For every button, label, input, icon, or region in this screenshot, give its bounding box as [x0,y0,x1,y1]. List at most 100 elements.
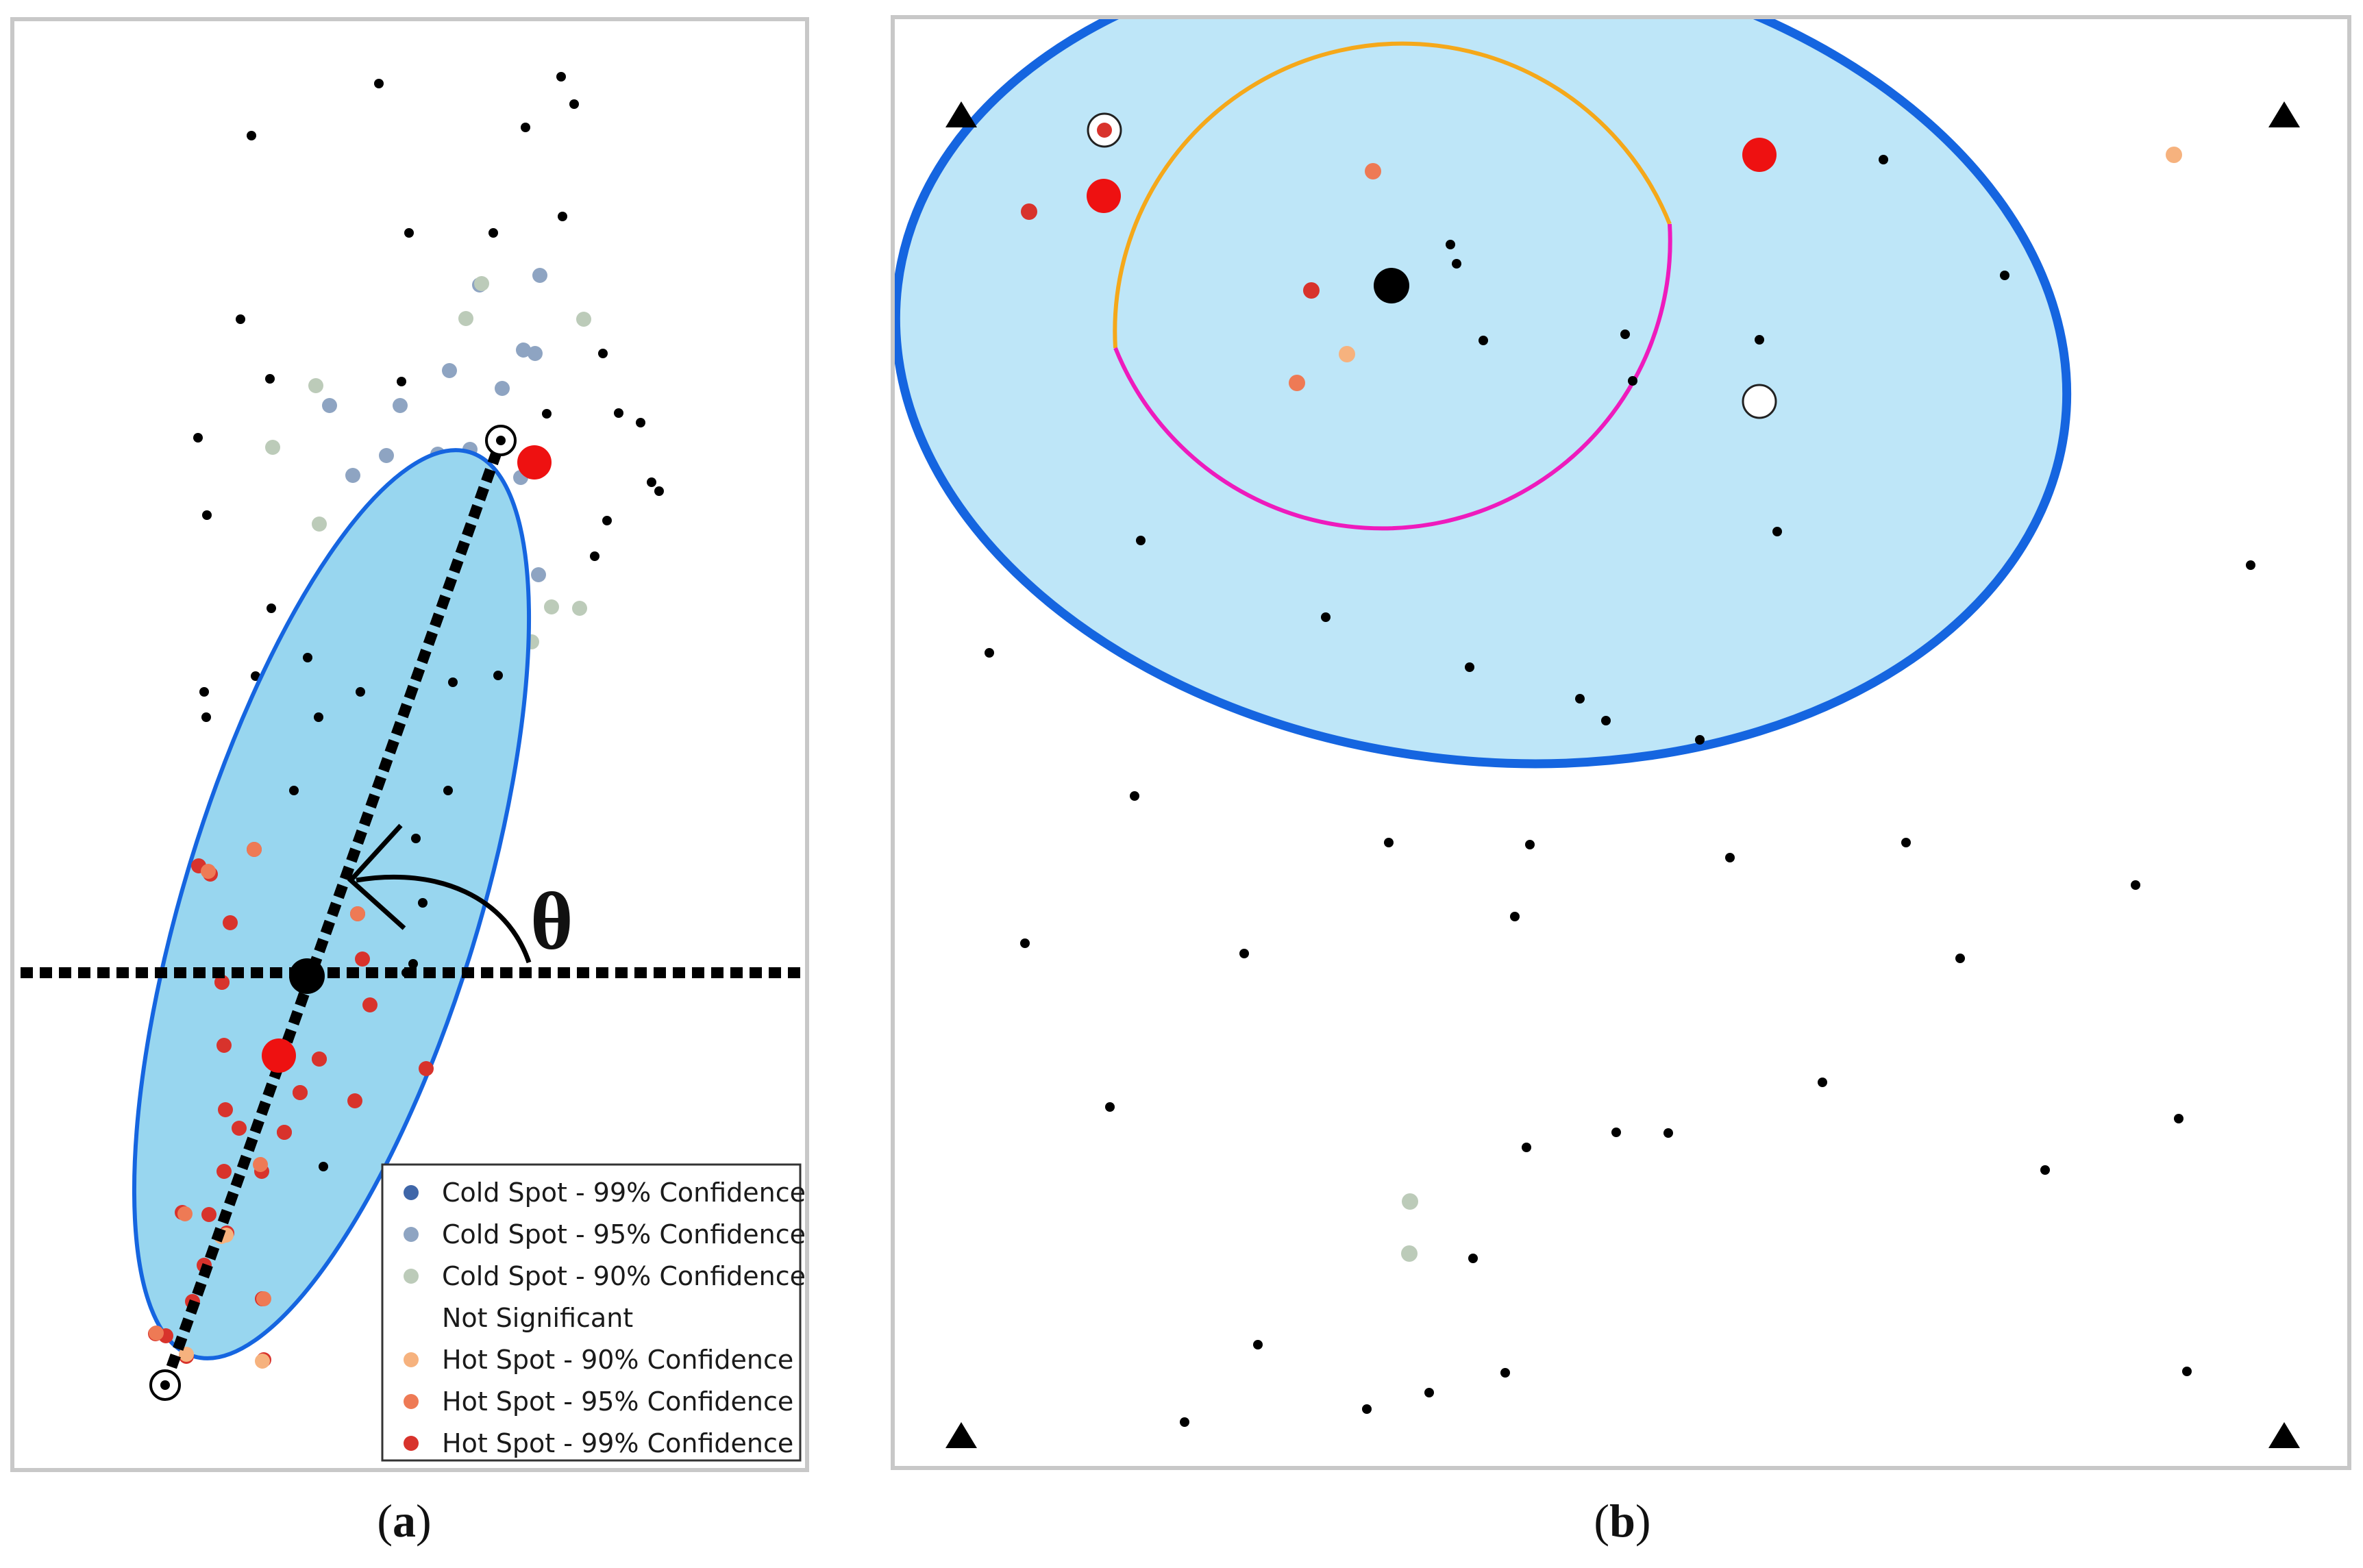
not-significant-point [493,671,503,680]
not-significant-point [2000,271,2009,280]
panel-b: (b) [891,15,2351,1547]
not-significant-point [654,486,664,496]
cold-spot-point [393,398,408,413]
legend-label: Cold Spot - 90% Confidence [442,1261,806,1291]
not-significant-point [1601,716,1611,725]
not-significant-point [251,671,260,681]
corner-triangle-bottom-right [2268,1422,2300,1448]
not-significant-point [1468,1254,1478,1263]
legend-label: Hot Spot - 90% Confidence [442,1345,793,1375]
highlight-red-point-b2 [1742,138,1777,172]
not-significant-point [1901,838,1911,847]
angle-label: θ [530,875,573,967]
cold-spot-point [516,343,531,358]
hot-spot-point [201,864,216,879]
not-significant-point [1695,735,1705,745]
not-significant-point [408,959,418,969]
cold-spot-point [308,378,323,393]
not-significant-point [1479,336,1488,345]
legend-item-hot-99: Hot Spot - 99% Confidence [404,1428,793,1458]
not-significant-point [1446,240,1455,249]
hot-spot-points [148,842,434,1369]
not-significant-point [1452,259,1461,269]
legend-label: Not Significant [442,1303,633,1333]
not-significant-point [1321,612,1331,622]
not-significant-point [199,687,209,697]
cold-spot-point [442,363,457,378]
hot-spot-point [247,842,262,857]
cold-spot-point [532,268,547,283]
hot-spot-point [216,1038,232,1053]
legend-swatch [404,1227,419,1242]
not-significant-point [521,123,530,132]
not-significant-point [1180,1417,1189,1427]
not-significant-point [614,408,623,418]
not-significant-point [1424,1388,1434,1397]
not-significant-point [602,516,612,525]
legend-swatch [404,1436,419,1451]
angle-arrowhead [347,823,406,930]
not-significant-point [193,433,203,443]
cold-spot-point [265,440,280,455]
panel-a-caption: (a) [377,1495,431,1547]
legend-swatch [404,1352,419,1367]
not-significant-point [598,349,608,358]
not-significant-point [1663,1128,1673,1138]
angle-arc [356,874,532,964]
cold-spot-point [474,276,489,291]
significant-points-b [1021,147,2182,1262]
significant-point [1021,203,1037,220]
hot-spot-point [149,1326,164,1341]
not-significant-point [1879,155,1888,164]
panel-b-caption-letter: b [1609,1495,1635,1547]
not-significant-point [319,1162,328,1171]
cold-spot-point [572,601,587,616]
hot-spot-point [216,1164,232,1179]
not-significant-points [193,72,664,722]
not-significant-point [1239,949,1249,958]
not-significant-point [1253,1340,1263,1349]
not-significant-point [267,603,276,613]
not-significant-point [1620,329,1630,339]
not-significant-point [236,314,245,324]
corner-triangle-top-left [945,101,977,127]
not-significant-point [448,677,458,687]
legend-item-hot-90: Hot Spot - 90% Confidence [404,1345,793,1375]
not-significant-point [1818,1078,1827,1087]
not-significant-point [2131,880,2140,890]
open-point-b [1742,384,1777,419]
hot-spot-point [218,1102,233,1117]
significant-point [1402,1193,1418,1210]
significant-point [1339,346,1355,362]
highlight-red-point-b1 [1087,179,1121,213]
major-axis-line [160,438,506,1387]
significant-point [2166,147,2182,163]
not-significant-point [2182,1367,2192,1376]
circle-arc-magenta [1113,223,1672,531]
not-significant-point [1465,662,1474,672]
hot-spot-point [255,1354,270,1369]
hot-spot-point [347,1093,362,1108]
hot-spot-point [214,975,230,990]
not-significant-point [265,374,275,384]
legend-item-cold-90: Cold Spot - 90% Confidence [404,1261,806,1291]
axis-endpoint-top [485,425,517,456]
hot-spot-point [293,1085,308,1100]
not-significant-point [636,418,645,427]
not-significant-point [2246,560,2255,570]
not-significant-point [314,712,323,722]
hot-spot-point [256,1291,271,1306]
not-significant-point [356,687,365,697]
not-significant-point [1384,838,1394,847]
not-significant-point [1755,335,1764,345]
not-significant-point [558,212,567,221]
not-significant-point [1362,1404,1372,1414]
cold-spot-point [379,448,394,463]
legend-item-hot-95: Hot Spot - 95% Confidence [404,1386,793,1417]
hot-spot-point [201,1207,216,1222]
not-significant-point [397,377,406,386]
cold-spot-point [576,312,591,327]
not-significant-point [418,898,428,908]
not-significant-point [1725,853,1735,862]
